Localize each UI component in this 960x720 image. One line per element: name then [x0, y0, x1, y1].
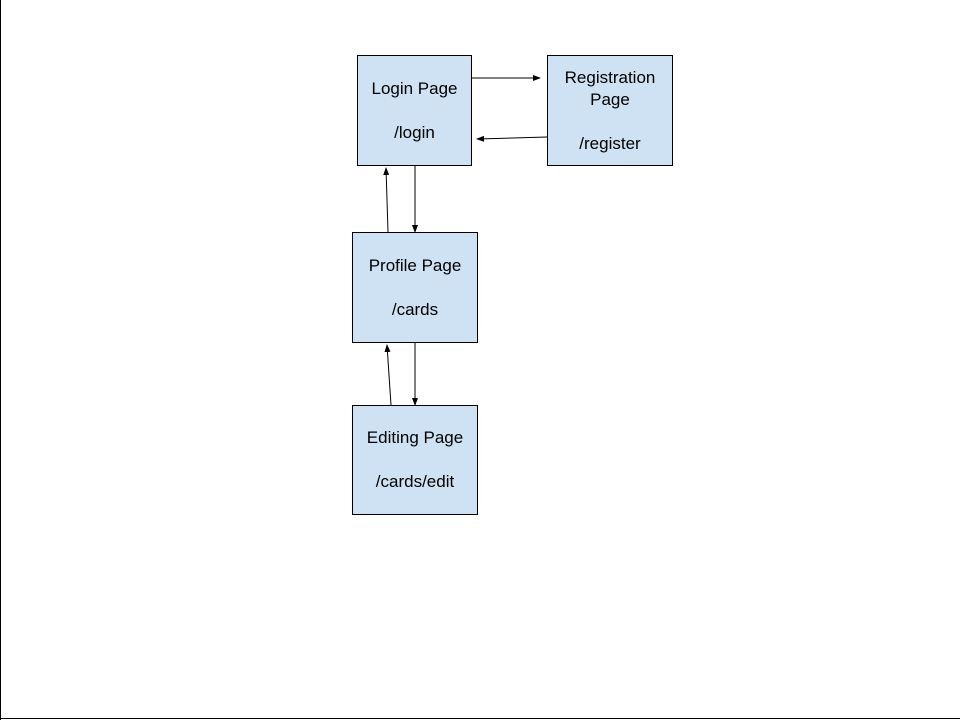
login-page-route: /login — [394, 122, 435, 142]
profile-page-title: Profile Page — [368, 255, 462, 275]
editing-page-route: /cards/edit — [375, 472, 455, 491]
editing-page-node: Editing Page /cards/edit — [352, 405, 478, 515]
arrow-registration-to-login — [476, 135, 548, 142]
registration-page-node: Registration Page /register — [547, 55, 673, 166]
arrow-editing-to-profile — [384, 344, 392, 406]
registration-page-title-line1: Registration — [564, 67, 656, 87]
registration-page-route: /register — [579, 133, 641, 153]
profile-page-node: Profile Page /cards — [352, 232, 478, 343]
login-page-title: Login Page — [371, 78, 458, 98]
login-page-node: Login Page /login — [357, 55, 472, 166]
canvas-bottom-border — [0, 718, 960, 719]
registration-page-title-line2: Page — [590, 89, 630, 109]
editing-page-title: Editing Page — [366, 428, 464, 447]
canvas-left-border — [0, 0, 1, 720]
profile-page-route: /cards — [391, 299, 439, 319]
arrow-profile-to-login — [383, 167, 390, 233]
